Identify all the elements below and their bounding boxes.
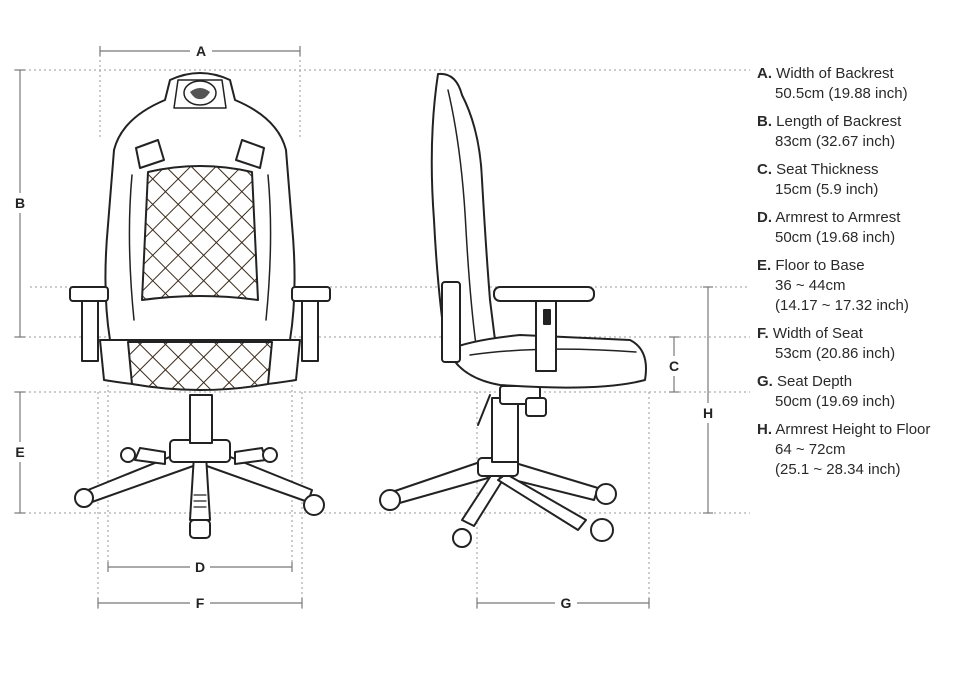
- legend-item-d: D. Armrest to Armrest 50cm (19.68 inch): [757, 208, 957, 248]
- legend-item-g: G. Seat Depth 50cm (19.69 inch): [757, 372, 957, 412]
- legend-letter: A.: [757, 65, 772, 82]
- dimension-label-c: C: [669, 358, 679, 374]
- legend-letter: B.: [757, 113, 772, 130]
- legend-item-e: E. Floor to Base 36 ~ 44cm (14.17 ~ 17.3…: [757, 256, 957, 316]
- chair-front-view: [69, 72, 331, 539]
- dimension-label-g: G: [561, 595, 572, 611]
- legend-label: Width of Backrest: [776, 65, 894, 82]
- front-quilted-back: [141, 165, 259, 301]
- front-armrest-left: [69, 286, 109, 362]
- legend-value: 53cm (20.86 inch): [775, 345, 896, 362]
- side-base: [379, 457, 617, 548]
- legend-value: (14.17 ~ 17.32 inch): [775, 297, 909, 314]
- dimension-label-a: A: [196, 43, 206, 59]
- dimension-label-e: E: [15, 444, 24, 460]
- legend-label: Armrest to Armrest: [775, 209, 901, 226]
- legend-value: 50cm (19.68 inch): [775, 229, 896, 246]
- front-base: [74, 439, 325, 539]
- legend-letter: D.: [757, 209, 772, 226]
- side-gas-lift: [491, 397, 519, 463]
- dimension-legend: A. Width of Backrest 50.5cm (19.88 inch)…: [757, 64, 957, 488]
- legend-letter: E.: [757, 257, 772, 274]
- chair-side-view: [379, 72, 647, 548]
- legend-label: Floor to Base: [775, 257, 865, 274]
- legend-value: 50cm (19.69 inch): [775, 393, 896, 410]
- legend-letter: H.: [757, 421, 772, 438]
- dimension-label-h: H: [703, 405, 713, 421]
- legend-item-c: C. Seat Thickness 15cm (5.9 inch): [757, 160, 957, 200]
- legend-label: Width of Seat: [772, 325, 863, 342]
- legend-letter: C.: [757, 161, 772, 178]
- side-armrest: [493, 286, 595, 372]
- legend-item-a: A. Width of Backrest 50.5cm (19.88 inch): [757, 64, 957, 104]
- legend-label: Length of Backrest: [776, 113, 902, 130]
- dimension-label-d: D: [195, 559, 205, 575]
- dimension-label-f: F: [196, 595, 205, 611]
- legend-letter: G.: [757, 373, 773, 390]
- dimension-lines: [15, 46, 713, 608]
- legend-value: (25.1 ~ 28.34 inch): [775, 461, 901, 478]
- front-gas-lift: [189, 394, 213, 444]
- legend-value: 83cm (32.67 inch): [775, 133, 896, 150]
- legend-value: 15cm (5.9 inch): [775, 181, 879, 198]
- legend-label: Seat Thickness: [776, 161, 879, 178]
- legend-item-h: H. Armrest Height to Floor 64 ~ 72cm (25…: [757, 420, 957, 480]
- legend-value: 50.5cm (19.88 inch): [775, 85, 908, 102]
- dimension-label-b: B: [15, 195, 25, 211]
- legend-item-b: B. Length of Backrest 83cm (32.67 inch): [757, 112, 957, 152]
- legend-letter: F.: [757, 325, 769, 342]
- legend-value: 64 ~ 72cm: [775, 441, 846, 458]
- legend-label: Seat Depth: [777, 373, 853, 390]
- legend-label: Armrest Height to Floor: [775, 421, 931, 438]
- legend-value: 36 ~ 44cm: [775, 277, 846, 294]
- legend-item-f: F. Width of Seat 53cm (20.86 inch): [757, 324, 957, 364]
- front-armrest-right: [291, 286, 331, 362]
